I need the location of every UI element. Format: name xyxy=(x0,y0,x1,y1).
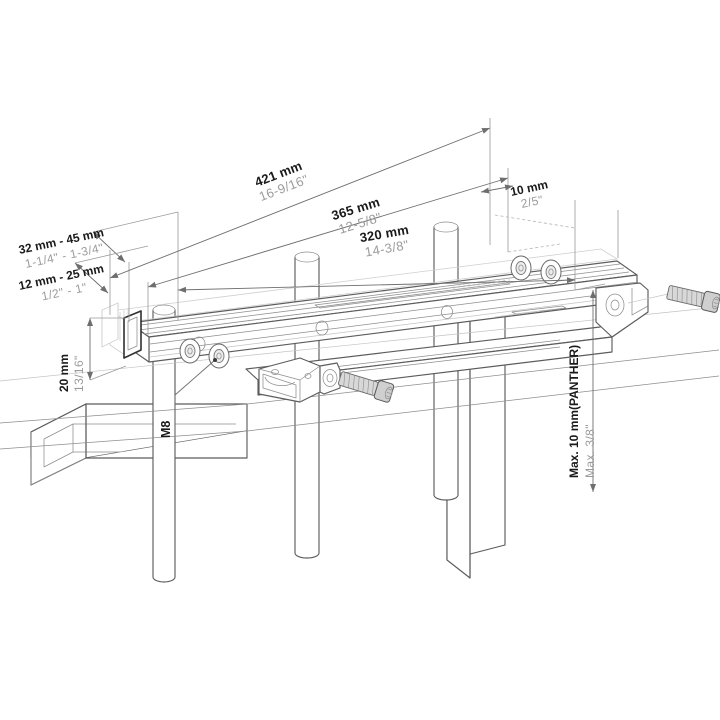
label-10-inch: 2/5" xyxy=(520,193,545,211)
cap-screw-lower xyxy=(338,371,395,403)
dimline-421 xyxy=(109,127,491,279)
dimline-365 xyxy=(147,177,509,288)
label-height: 20 mm 13/16" xyxy=(57,354,86,392)
washer xyxy=(510,255,532,281)
end-cap-primary xyxy=(123,310,142,359)
m8-leader xyxy=(174,358,217,438)
label-height-inch: 13/16" xyxy=(72,355,86,392)
end-cap-ghost xyxy=(101,302,129,348)
rail-hole xyxy=(441,305,453,319)
dimline-320 xyxy=(177,277,576,293)
label-height-mm: 20 mm xyxy=(57,354,71,392)
label-421: 421 mm 16-9/16" xyxy=(253,158,311,204)
label-max-depth-mm: Max. 10 mm(PANTHER) xyxy=(567,345,581,478)
post-left xyxy=(152,304,176,583)
background-structure xyxy=(0,221,720,583)
washer xyxy=(179,338,201,364)
dimline-clamp-lower xyxy=(74,262,109,294)
cap-screw-right xyxy=(627,285,720,313)
label-clamp-upper: 32 mm - 45 mm 1-1/4" - 1-3/4" xyxy=(17,225,105,271)
dimline-10 xyxy=(480,184,514,194)
clamp-ear xyxy=(319,362,341,395)
rail-hole xyxy=(315,320,329,336)
arm-slot xyxy=(511,305,567,315)
dimension-lines xyxy=(74,118,619,492)
label-m8-text: M8 xyxy=(159,421,173,438)
washer xyxy=(208,343,230,369)
label-max-depth-inch: Max. 3/8" xyxy=(583,424,597,478)
dimline-clamp-upper xyxy=(92,231,126,263)
arm-right-tab xyxy=(595,282,649,338)
clamp-block xyxy=(258,357,341,403)
label-10: 10 mm 2/5" xyxy=(509,177,549,211)
label-max-depth: Max. 10 mm(PANTHER) Max. 3/8" xyxy=(567,345,597,478)
label-m8: M8 xyxy=(159,421,173,438)
